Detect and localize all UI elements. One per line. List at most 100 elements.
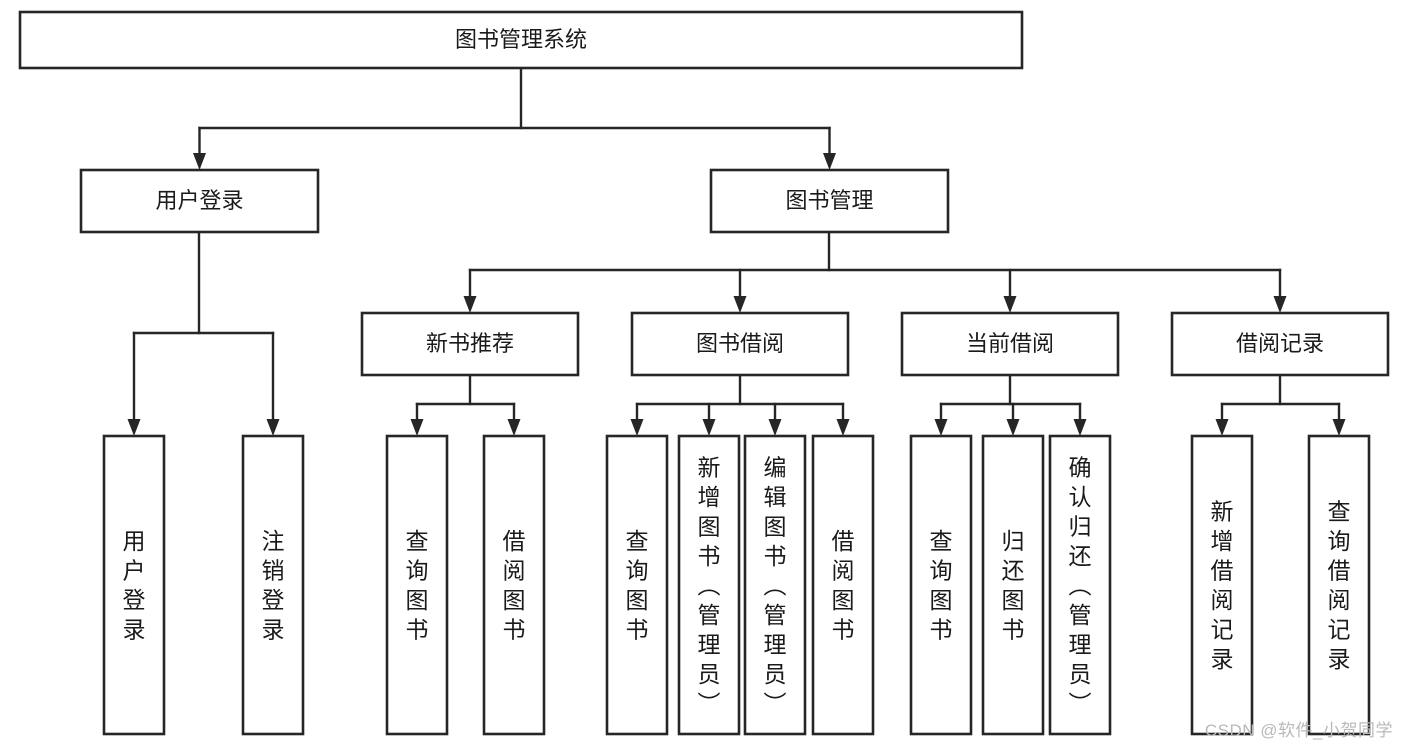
node-label-char: 书 [764,543,787,569]
node-newbook[interactable]: 新书推荐 [360,311,580,377]
node-label-char: 图 [503,587,526,613]
node-label-char: ︶ [1069,690,1092,716]
node-label-char: 图 [832,587,855,613]
node-label: 用户登录 [155,188,243,213]
node-label-char: 员 [764,661,787,687]
node-box[interactable] [709,168,950,234]
node-label-char: 书 [698,543,721,569]
node-root[interactable]: 图书管理系统 [18,10,1024,70]
node-leaf-user-login[interactable]: 用户登录 [102,434,166,736]
node-label-char: 图 [698,513,721,539]
node-label: 当前借阅 [966,331,1054,356]
node-label-char: 确 [1069,454,1092,480]
arrow-head-icon [1332,419,1346,436]
node-label-char: 书 [1002,617,1025,643]
node-label-char: 户 [123,558,146,584]
node-label-char: 借 [1328,558,1351,584]
node-label-char: ︶ [698,690,721,716]
node-box[interactable] [900,311,1120,377]
node-label-char: 新 [1211,499,1234,525]
node-label-char: 员 [1069,661,1092,687]
node-box[interactable] [241,434,305,736]
node-label-char: 理 [698,631,721,657]
arrow-head-icon [702,419,716,436]
node-label-char: 查 [406,528,429,554]
node-label: 借阅记录 [1236,331,1324,356]
node-label-char: 阅 [503,558,526,584]
arrow-head-icon [507,419,521,436]
node-label: 图书管理系统 [455,27,587,52]
node-label-char: 阅 [832,558,855,584]
node-box[interactable] [482,434,546,736]
node-current[interactable]: 当前借阅 [900,311,1120,377]
connector-root [193,66,836,170]
node-box[interactable] [360,311,580,377]
node-label-char: 理 [764,631,787,657]
arrow-head-icon [127,419,141,436]
node-box[interactable] [743,434,807,736]
node-box[interactable] [385,434,449,736]
connector-borrow [630,373,850,436]
node-label-char: 借 [503,528,526,554]
node-bookmgmt[interactable]: 图书管理 [709,168,950,234]
node-label-char: 录 [262,617,285,643]
node-label-char: 书 [626,617,649,643]
node-label-char: 还 [1002,558,1025,584]
node-box[interactable] [630,311,850,377]
node-label-char: 查 [1328,499,1351,525]
node-label-char: 询 [406,558,429,584]
node-box[interactable] [909,434,973,736]
node-label-char: ︶ [764,690,787,716]
node-records[interactable]: 借阅记录 [1170,311,1390,377]
node-label-char: 登 [123,587,146,613]
node-label-char: 询 [626,558,649,584]
node-label-char: 管 [764,602,787,628]
node-label-char: 辑 [764,484,787,510]
node-box[interactable] [605,434,669,736]
arrow-head-icon [1073,419,1087,436]
node-box[interactable] [1048,434,1112,736]
node-label-char: 图 [1002,587,1025,613]
node-box[interactable] [79,168,320,234]
node-box[interactable] [18,10,1024,70]
connector-layer [127,66,1346,436]
node-label-char: 询 [1328,528,1351,554]
node-box[interactable] [102,434,166,736]
node-label-char: ︵ [764,572,787,598]
arrow-head-icon [1273,296,1287,313]
node-label-char: 记 [1328,617,1351,643]
node-box[interactable] [677,434,741,736]
node-label-char: 图 [626,587,649,613]
connector-login [127,230,280,436]
node-label-char: 认 [1069,484,1092,510]
node-label-char: 书 [406,617,429,643]
node-label-char: 记 [1211,617,1234,643]
node-login[interactable]: 用户登录 [79,168,320,234]
node-label-char: 图 [930,587,953,613]
node-box[interactable] [811,434,875,736]
node-box[interactable] [1190,434,1254,736]
node-box[interactable] [1170,311,1390,377]
node-label-char: 销 [262,558,285,584]
node-label-char: 阅 [1211,587,1234,613]
node-label-char: 用 [123,528,146,554]
node-borrow[interactable]: 图书借阅 [630,311,850,377]
node-box[interactable] [1307,434,1371,736]
connector-newbook [410,373,521,436]
node-label-char: 图 [406,587,429,613]
node-box[interactable] [981,434,1045,736]
arrow-head-icon [463,296,477,313]
